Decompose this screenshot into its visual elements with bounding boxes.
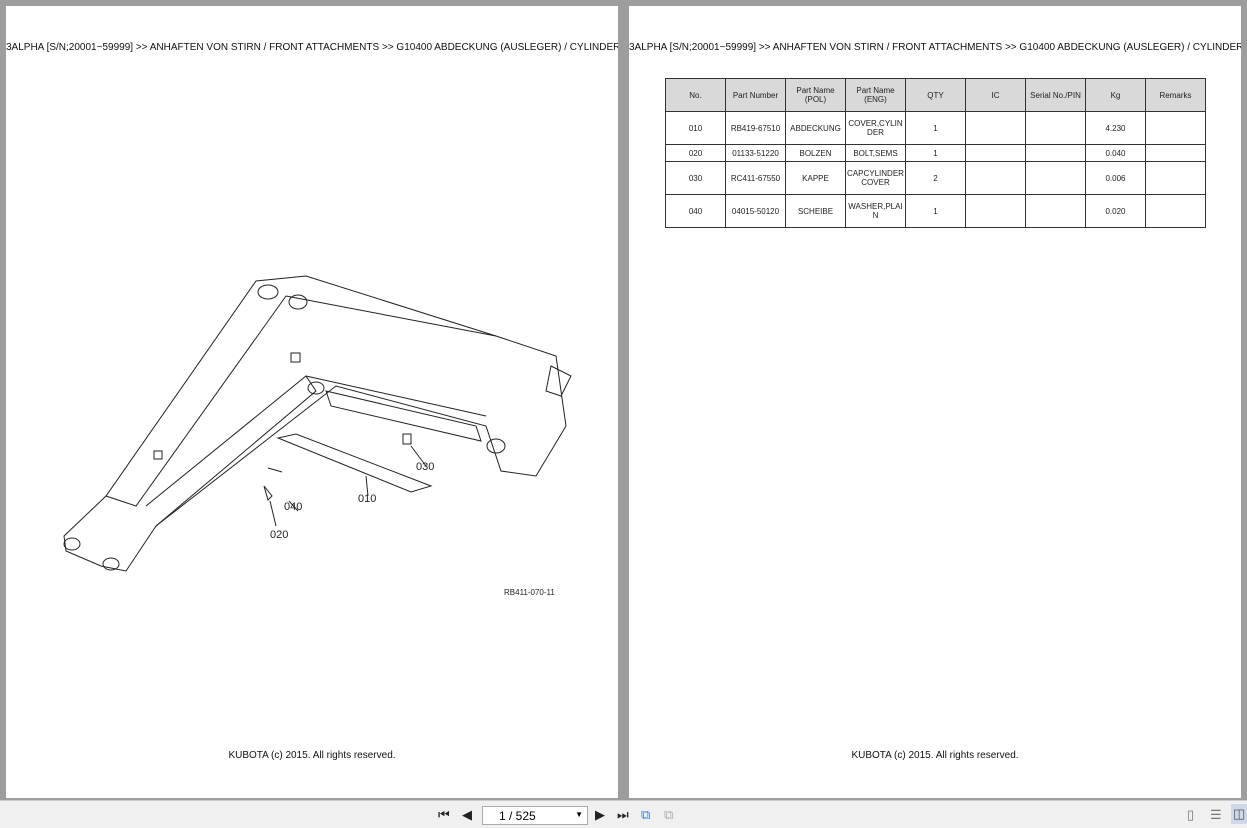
cell-serial bbox=[1025, 144, 1086, 162]
chevron-down-icon[interactable]: ▼ bbox=[575, 810, 583, 819]
cell-qty: 1 bbox=[905, 194, 966, 228]
cell-part-name-pol: ABDECKUNG bbox=[785, 111, 846, 145]
col-part-number: Part Number bbox=[725, 78, 786, 112]
callout-040: 040 bbox=[284, 501, 302, 513]
cell-part-name-eng: CAPCYLINDER COVER bbox=[845, 161, 906, 195]
page-left: 3ALPHA [S/N;20001~59999] >> ANHAFTEN VON… bbox=[6, 6, 618, 798]
col-part-name-eng: Part Name (ENG) bbox=[845, 78, 906, 112]
cell-kg: 0.040 bbox=[1085, 144, 1146, 162]
cell-part-number: 01133-51220 bbox=[725, 144, 786, 162]
cell-serial bbox=[1025, 111, 1086, 145]
cell-part-name-pol: SCHEIBE bbox=[785, 194, 846, 228]
col-serial: Serial No./PIN bbox=[1025, 78, 1086, 112]
cell-part-number: RC411-67550 bbox=[725, 161, 786, 195]
cell-part-name-pol: KAPPE bbox=[785, 161, 846, 195]
callout-030: 030 bbox=[416, 461, 434, 473]
page-selector[interactable]: 1 / 525 ▼ bbox=[482, 806, 588, 825]
table-header: No. Part Number Part Name (POL) Part Nam… bbox=[665, 78, 1206, 112]
cell-no: 020 bbox=[665, 144, 726, 162]
cell-part-name-eng: COVER,CYLINDER bbox=[845, 111, 906, 145]
drawing-id: RB411-070-11 bbox=[504, 588, 555, 597]
callout-020: 020 bbox=[270, 529, 288, 541]
page-indicator: 1 / 525 bbox=[499, 809, 536, 823]
callout-010: 010 bbox=[358, 493, 376, 505]
cell-part-name-pol: BOLZEN bbox=[785, 144, 846, 162]
cell-part-name-eng: BOLT,SEMS bbox=[845, 144, 906, 162]
col-ic: IC bbox=[965, 78, 1026, 112]
cell-remarks bbox=[1145, 144, 1206, 162]
breadcrumb: 3ALPHA [S/N;20001~59999] >> ANHAFTEN VON… bbox=[629, 42, 1241, 53]
cell-no: 010 bbox=[665, 111, 726, 145]
cell-kg: 0.020 bbox=[1085, 194, 1146, 228]
footer: KUBOTA (c) 2015. All rights reserved. bbox=[228, 750, 396, 761]
breadcrumb: 3ALPHA [S/N;20001~59999] >> ANHAFTEN VON… bbox=[6, 42, 618, 53]
col-no: No. bbox=[665, 78, 726, 112]
cell-qty: 1 bbox=[905, 144, 966, 162]
continuous-view-icon[interactable]: ☰ bbox=[1210, 807, 1222, 822]
cell-no: 030 bbox=[665, 161, 726, 195]
single-page-view-icon[interactable]: ▯ bbox=[1187, 807, 1195, 822]
cell-serial bbox=[1025, 161, 1086, 195]
col-part-name-pol: Part Name (POL) bbox=[785, 78, 846, 112]
cell-part-name-eng: WASHER,PLAIN bbox=[845, 194, 906, 228]
diagram-callouts: 010 020 030 040 RB411-070-11 bbox=[270, 461, 555, 597]
prev-page-icon[interactable]: ◀ bbox=[462, 807, 472, 822]
cell-ic bbox=[965, 161, 1026, 195]
cell-ic bbox=[965, 194, 1026, 228]
cell-kg: 4.230 bbox=[1085, 111, 1146, 145]
cell-no: 040 bbox=[665, 194, 726, 228]
first-page-icon[interactable]: ⏮ bbox=[438, 807, 450, 822]
cell-kg: 0.006 bbox=[1085, 161, 1146, 195]
cell-part-number: 04015-50120 bbox=[725, 194, 786, 228]
page-right: 3ALPHA [S/N;20001~59999] >> ANHAFTEN VON… bbox=[629, 6, 1241, 798]
viewer-toolbar: ⏮ ◀ 1 / 525 ▼ ▶ ⏭ ⧉ ⧉ ▯ ☰ ◫ bbox=[0, 800, 1247, 828]
col-kg: Kg bbox=[1085, 78, 1146, 112]
last-page-icon[interactable]: ⏭ bbox=[617, 807, 629, 822]
footer: KUBOTA (c) 2015. All rights reserved. bbox=[851, 750, 1019, 761]
go-back-view-icon[interactable]: ⧉ bbox=[641, 807, 651, 822]
cell-remarks bbox=[1145, 194, 1206, 228]
next-page-icon[interactable]: ▶ bbox=[595, 807, 605, 822]
cell-remarks bbox=[1145, 161, 1206, 195]
parts-diagram bbox=[63, 275, 572, 572]
cell-part-number: RB419-67510 bbox=[725, 111, 786, 145]
cell-ic bbox=[965, 111, 1026, 145]
cell-qty: 2 bbox=[905, 161, 966, 195]
cell-serial bbox=[1025, 194, 1086, 228]
cell-remarks bbox=[1145, 111, 1206, 145]
col-remarks: Remarks bbox=[1145, 78, 1206, 112]
go-forward-view-icon[interactable]: ⧉ bbox=[664, 807, 674, 822]
cell-qty: 1 bbox=[905, 111, 966, 145]
parts-table: No. Part Number Part Name (POL) Part Nam… bbox=[665, 78, 1206, 228]
two-page-view-icon[interactable]: ◫ bbox=[1231, 804, 1247, 824]
cell-ic bbox=[965, 144, 1026, 162]
col-qty: QTY bbox=[905, 78, 966, 112]
